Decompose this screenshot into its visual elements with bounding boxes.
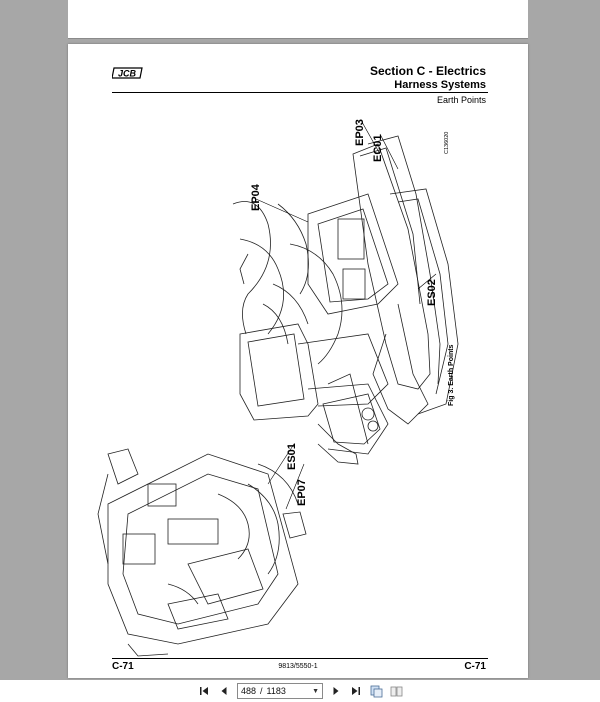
first-page-icon[interactable] bbox=[197, 684, 211, 698]
chevron-down-icon[interactable]: ▼ bbox=[312, 687, 319, 695]
callout-ep07: EP07 bbox=[296, 479, 308, 506]
footer-page-left: C-71 bbox=[112, 661, 134, 672]
earth-points-illustration bbox=[97, 121, 459, 657]
jcb-logo: JCB bbox=[112, 67, 143, 79]
prev-page-icon[interactable] bbox=[217, 684, 231, 698]
topic-label: Earth Points bbox=[436, 95, 486, 105]
footer-doc-number: 9813/5550-1 bbox=[278, 663, 318, 670]
document-page: JCB Section C - Electrics Harness System… bbox=[68, 44, 528, 678]
subsection-title: Harness Systems bbox=[394, 79, 486, 91]
figure-code: C136020 bbox=[444, 131, 450, 154]
callout-ep03: EP03 bbox=[354, 119, 366, 146]
section-title: Section C - Electrics bbox=[369, 64, 486, 78]
callout-es01: ES01 bbox=[286, 443, 298, 470]
figure-caption: Fig 3. Earth Points bbox=[448, 344, 455, 406]
page-number-field[interactable]: 488 / 1183 ▼ bbox=[237, 683, 323, 699]
callout-ec01: EC01 bbox=[372, 134, 384, 162]
footer-page-right: C-71 bbox=[464, 661, 486, 672]
next-page-icon[interactable] bbox=[329, 684, 343, 698]
current-page-value: 488 bbox=[241, 686, 257, 696]
single-page-view-icon[interactable] bbox=[369, 684, 383, 698]
header-divider bbox=[112, 92, 488, 93]
last-page-icon[interactable] bbox=[349, 684, 363, 698]
callout-ep04: EP04 bbox=[250, 184, 262, 211]
callout-es02: ES02 bbox=[426, 279, 438, 306]
previous-page-edge bbox=[68, 0, 528, 39]
footer-divider bbox=[112, 658, 488, 659]
total-pages-value: 1183 bbox=[266, 686, 286, 696]
svg-text:JCB: JCB bbox=[118, 69, 137, 79]
pdf-toolbar: 488 / 1183 ▼ bbox=[0, 680, 600, 702]
two-page-view-icon[interactable] bbox=[389, 684, 403, 698]
